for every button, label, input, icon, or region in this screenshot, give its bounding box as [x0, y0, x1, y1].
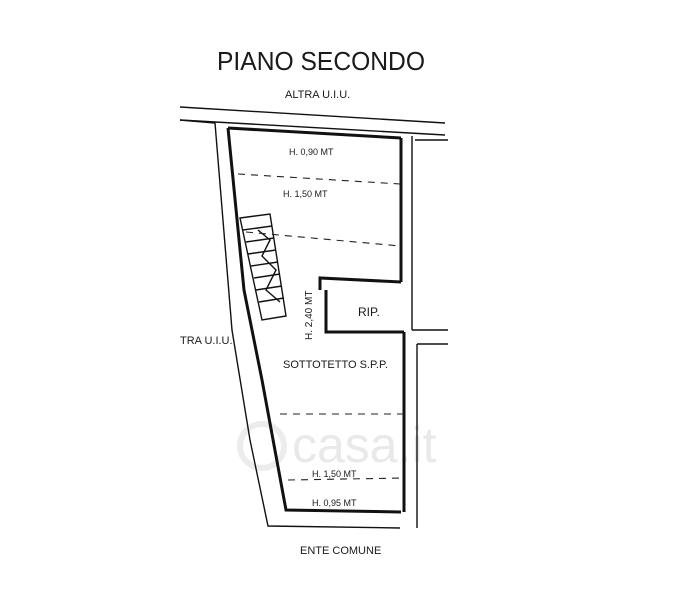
label-top-neighbor: ALTRA U.I.U.	[285, 89, 350, 101]
storage-label: RIP.	[358, 305, 380, 319]
height-label-4: H. 1,50 MT	[312, 469, 357, 479]
height-lines	[237, 173, 405, 481]
height-label-3: H. 2,40 MT	[304, 291, 315, 340]
watermark-logo-icon	[237, 421, 287, 471]
watermark: casa.it	[237, 417, 437, 473]
height-label-1: H. 0,90 MT	[289, 147, 334, 157]
watermark-text: casa.it	[292, 417, 437, 473]
height-label-5: H. 0,95 MT	[312, 498, 357, 508]
walls	[179, 106, 448, 529]
height-label-2: H. 1,50 MT	[283, 189, 328, 199]
room-name-label: SOTTOTETTO S.P.P.	[283, 359, 388, 371]
plan-title: PIANO SECONDO	[217, 46, 425, 76]
staircase	[239, 213, 287, 321]
label-bottom-neighbor: ENTE COMUNE	[300, 545, 381, 557]
label-left-neighbor: TRA U.I.U.	[180, 335, 233, 347]
